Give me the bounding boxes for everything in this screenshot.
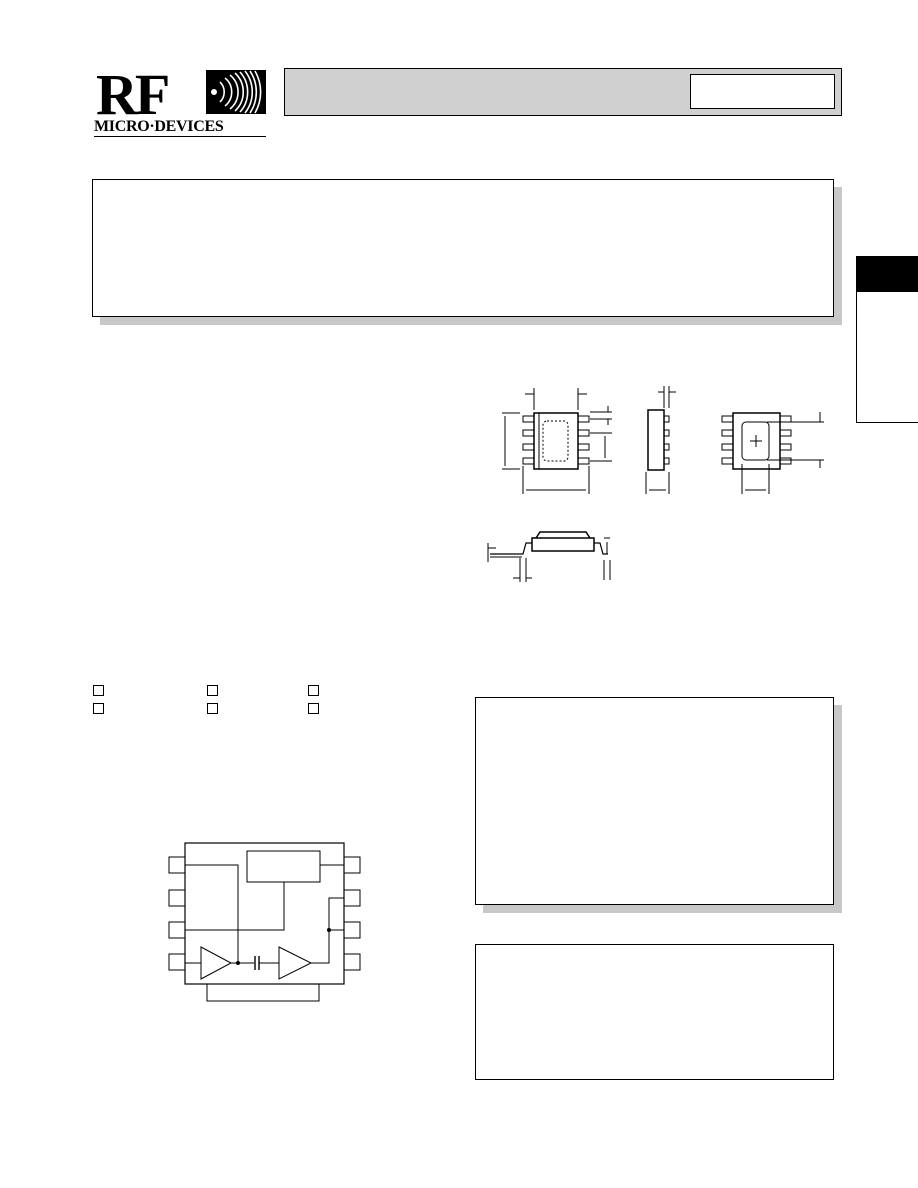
rf-wave-icon: [206, 70, 266, 114]
technology-checkbox-5[interactable]: [207, 703, 218, 714]
features-box: [92, 179, 834, 317]
ordering-info-box: [475, 697, 834, 905]
logo-subtext: MICRO·DEVICES: [94, 118, 224, 135]
technology-checkbox-4[interactable]: [93, 703, 104, 714]
part-number-box: [690, 74, 835, 109]
logo-underline: [94, 136, 266, 137]
technology-checkbox-3[interactable]: [308, 685, 319, 696]
side-tab-base: [856, 422, 918, 423]
technology-checkbox-1[interactable]: [93, 685, 104, 696]
side-tab-rule: [856, 256, 857, 423]
package-outline-drawing: [487, 386, 824, 582]
amplifier-icon: [200, 946, 233, 980]
title-bar: [284, 68, 842, 116]
side-section-tab: [856, 256, 918, 292]
company-logo: RF MICRO·DEVICES: [94, 62, 266, 140]
functional-block-diagram: [168, 842, 361, 1002]
capacitor-icon: [254, 956, 260, 970]
technology-checkbox-6[interactable]: [308, 703, 319, 714]
technology-checkbox-2[interactable]: [207, 685, 218, 696]
logo-letters: RF: [96, 62, 170, 127]
info-box: [475, 944, 834, 1080]
